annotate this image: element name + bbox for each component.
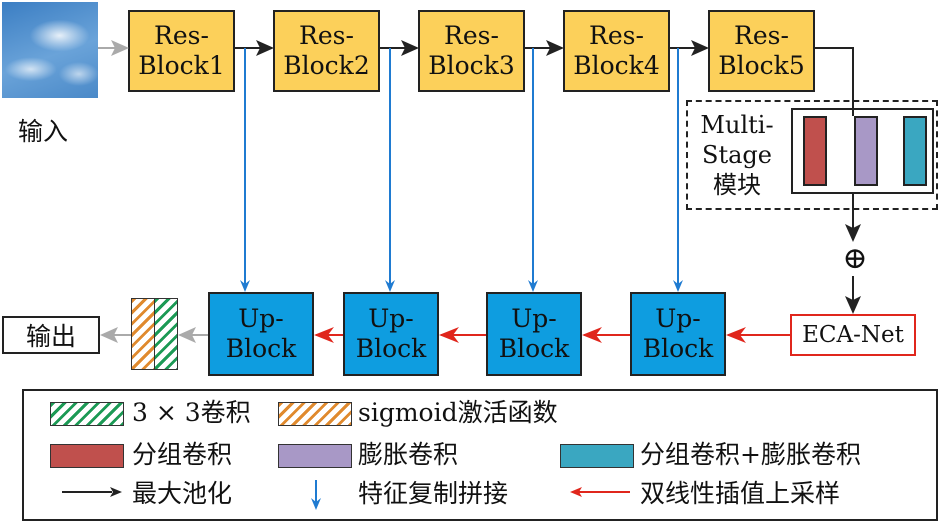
- res-block-1: Res- Block1: [128, 10, 235, 92]
- legend-upsample-arrow: [570, 487, 630, 497]
- legend-maxpool-text: 最大池化: [132, 479, 233, 508]
- input-label: 输入: [18, 117, 69, 146]
- res-block-4: Res- Block4: [563, 10, 670, 92]
- res-block-5: Res- Block5: [708, 10, 815, 92]
- legend-dilated-conv-swatch: [278, 444, 352, 468]
- res-block-2: Res- Block2: [273, 10, 380, 92]
- eca-net-block: ECA-Net: [790, 314, 916, 356]
- legend-sigmoid-text: sigmoid激活函数: [358, 398, 558, 427]
- multistage-label: Multi- Stage 模块: [700, 111, 774, 199]
- group-conv-bar: [803, 116, 827, 186]
- add-symbol: ⊕: [842, 241, 868, 276]
- up-block-4: Up- Block: [630, 292, 726, 376]
- legend-dilated-conv-text: 膨胀卷积: [358, 440, 459, 469]
- up-block-3: Up- Block: [486, 292, 582, 376]
- multistage-module: [686, 100, 938, 210]
- legend-group-dilated-conv-text: 分组卷积+膨胀卷积: [640, 440, 861, 469]
- legend-conv3x3-text: 3 × 3卷积: [132, 398, 251, 427]
- output-box: 输出: [2, 316, 100, 354]
- legend-copy-arrow: [311, 480, 321, 510]
- legend-group-dilated-conv-swatch: [560, 444, 634, 468]
- res-block-3: Res- Block3: [418, 10, 525, 92]
- up-block-1: Up- Block: [208, 292, 314, 376]
- legend-conv3x3-swatch: [50, 402, 124, 426]
- input-image: [2, 2, 98, 98]
- legend-group-conv-swatch: [50, 444, 124, 468]
- legend-copy-text: 特征复制拼接: [358, 479, 509, 508]
- legend-group-conv-text: 分组卷积: [132, 440, 233, 469]
- up-block-2: Up- Block: [343, 292, 439, 376]
- legend-sigmoid-swatch: [278, 402, 352, 426]
- res5-to-multistage: [815, 47, 854, 116]
- conv3x3-layer: [154, 298, 178, 370]
- legend-maxpool-arrow: [62, 487, 122, 497]
- legend-upsample-text: 双线性插值上采样: [640, 479, 841, 508]
- dilated-conv-bar: [854, 116, 878, 186]
- legend: [22, 389, 938, 521]
- group-dilated-conv-bar: [903, 116, 927, 186]
